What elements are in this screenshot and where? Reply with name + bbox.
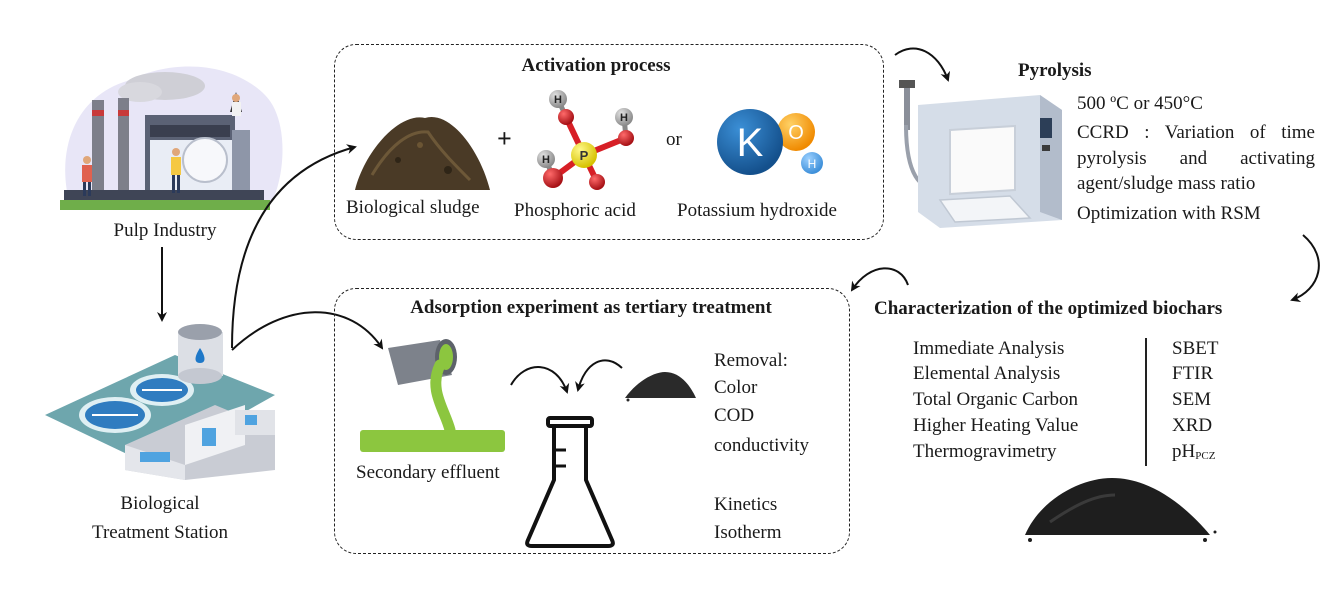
characterization-technique: SEM — [1172, 389, 1212, 410]
koh-oxygen-letter: O — [788, 122, 804, 144]
potassium-atom — [717, 109, 783, 175]
oxygen-atom — [589, 174, 605, 190]
activation-title: Activation process — [521, 55, 671, 76]
hydrogen-atom — [549, 90, 567, 108]
phosphorus-letter: P — [580, 148, 589, 163]
characterization-item: Thermogravimetry — [913, 441, 1057, 462]
station-label-line2: Treatment Station — [92, 522, 228, 543]
characterization-ph-pcz: pHPCZ — [1172, 440, 1215, 468]
characterization-item: Elemental Analysis — [913, 363, 1061, 384]
koh-label: Potassium hydroxide — [677, 200, 837, 221]
oxygen-atom — [558, 109, 574, 125]
treatment-station-illustration — [45, 324, 275, 480]
koh-hydrogen-letter: H — [808, 157, 817, 171]
station-label-line1: Biological — [120, 493, 200, 514]
acid-label: Phosphoric acid — [514, 200, 636, 221]
koh-hydrogen-atom — [801, 152, 823, 174]
ph-subscript: PCZ — [1195, 450, 1216, 462]
sludge-pile-illustration — [355, 116, 490, 190]
arrow-effluent-to-flask — [510, 366, 570, 394]
phosphorus-atom — [571, 142, 597, 168]
characterization-technique: FTIR — [1172, 363, 1214, 384]
pulp-industry-label: Pulp Industry — [113, 220, 217, 241]
phosphoric-acid-molecule — [537, 90, 634, 190]
pyrolysis-title: Pyrolysis — [1018, 60, 1092, 81]
study-item: Kinetics — [714, 494, 778, 515]
removal-item: Removal: — [714, 350, 788, 371]
characterization-technique: SBET — [1172, 338, 1219, 359]
sludge-label: Biological sludge — [346, 197, 480, 218]
koh-oxygen-atom — [777, 113, 815, 151]
activation-or-text: or — [666, 129, 682, 150]
koh-molecule — [717, 109, 823, 175]
furnace-illustration — [899, 80, 1062, 228]
removal-item: conductivity — [714, 435, 809, 456]
hydrogen-letter: H — [554, 94, 562, 106]
biochar-pile-illustration — [1025, 478, 1217, 542]
characterization-technique: XRD — [1172, 415, 1213, 436]
arrow-activation-to-pyrolysis — [894, 47, 951, 82]
hydrogen-atom — [537, 150, 555, 168]
pulp-industry-illustration — [60, 66, 283, 210]
removal-item: COD — [714, 405, 755, 426]
hydrogen-letter: H — [542, 154, 550, 166]
ph-main: pH — [1172, 441, 1196, 462]
oxygen-atom — [543, 168, 563, 188]
potassium-letter: K — [737, 121, 764, 165]
adsorbent-heap-illustration — [625, 372, 696, 402]
activation-process-box — [334, 44, 884, 240]
arrow-adsorbent-to-flask — [575, 359, 623, 392]
characterization-divider — [1145, 338, 1147, 466]
adsorption-experiment-box — [334, 288, 850, 554]
characterization-title: Characterization of the optimized biocha… — [874, 298, 1223, 319]
pyrolysis-temperature: 500 ºC or 450°C — [1077, 93, 1203, 114]
pyrolysis-optimization: Optimization with RSM — [1077, 203, 1261, 224]
characterization-item: Immediate Analysis — [913, 338, 1065, 359]
study-item: Isotherm — [714, 522, 782, 543]
effluent-pipe-illustration — [360, 339, 505, 452]
flow-arrows — [157, 47, 1320, 394]
hydrogen-atom — [615, 108, 633, 126]
characterization-item: Total Organic Carbon — [913, 389, 1079, 410]
hydrogen-letter: H — [620, 112, 628, 124]
arrow-characterization-to-adsorption — [850, 267, 909, 292]
pyrolysis-ccrd: CCRD : Variation of time pyrolysis and a… — [1077, 122, 1315, 194]
oxygen-atom — [618, 130, 634, 146]
flask-illustration — [525, 416, 615, 548]
effluent-label: Secondary effluent — [356, 462, 500, 483]
adsorption-title: Adsorption experiment as tertiary treatm… — [410, 297, 772, 318]
arrow-station-to-activation — [231, 144, 357, 349]
removal-item: Color — [714, 377, 758, 398]
arrow-pyrolysis-to-characterization — [1290, 234, 1320, 303]
arrow-station-to-adsorption — [231, 311, 384, 351]
characterization-item: Higher Heating Value — [913, 415, 1079, 436]
activation-plus-sign: + — [497, 124, 512, 153]
